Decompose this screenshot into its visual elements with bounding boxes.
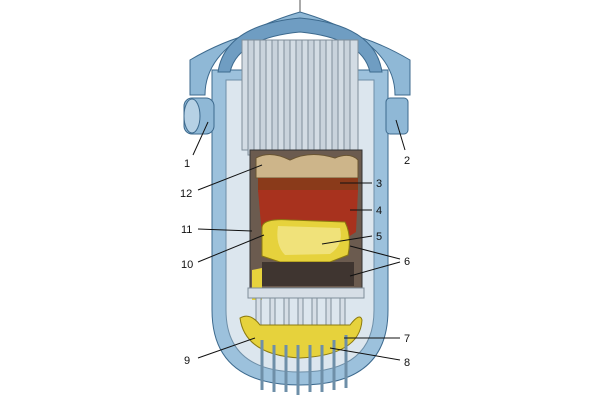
label-5: 5 xyxy=(376,231,382,243)
lower-plenum-structures xyxy=(247,287,365,331)
label-4: 4 xyxy=(376,205,382,217)
molten-pool xyxy=(277,226,341,255)
label-6: 6 xyxy=(404,256,410,268)
loose-debris xyxy=(255,154,359,179)
label-8: 8 xyxy=(404,357,410,369)
label-12: 12 xyxy=(180,188,192,200)
vessel-head xyxy=(217,17,383,73)
label-3: 3 xyxy=(376,178,382,190)
lower-head-debris xyxy=(239,315,363,359)
label-2: 2 xyxy=(404,155,410,167)
intact-rod-stubs xyxy=(262,262,354,286)
leader-lines xyxy=(192,119,406,361)
inlet-nozzle-face xyxy=(183,98,201,134)
label-9: 9 xyxy=(184,355,190,367)
upper-crust xyxy=(258,178,358,192)
label-1: 1 xyxy=(184,158,190,170)
label-10: 10 xyxy=(181,259,193,271)
instrument-tubes xyxy=(260,335,348,395)
label-11: 11 xyxy=(181,224,192,236)
upper-plenum-rods xyxy=(241,39,359,156)
label-7: 7 xyxy=(404,333,410,345)
outlet-nozzle xyxy=(385,97,409,135)
